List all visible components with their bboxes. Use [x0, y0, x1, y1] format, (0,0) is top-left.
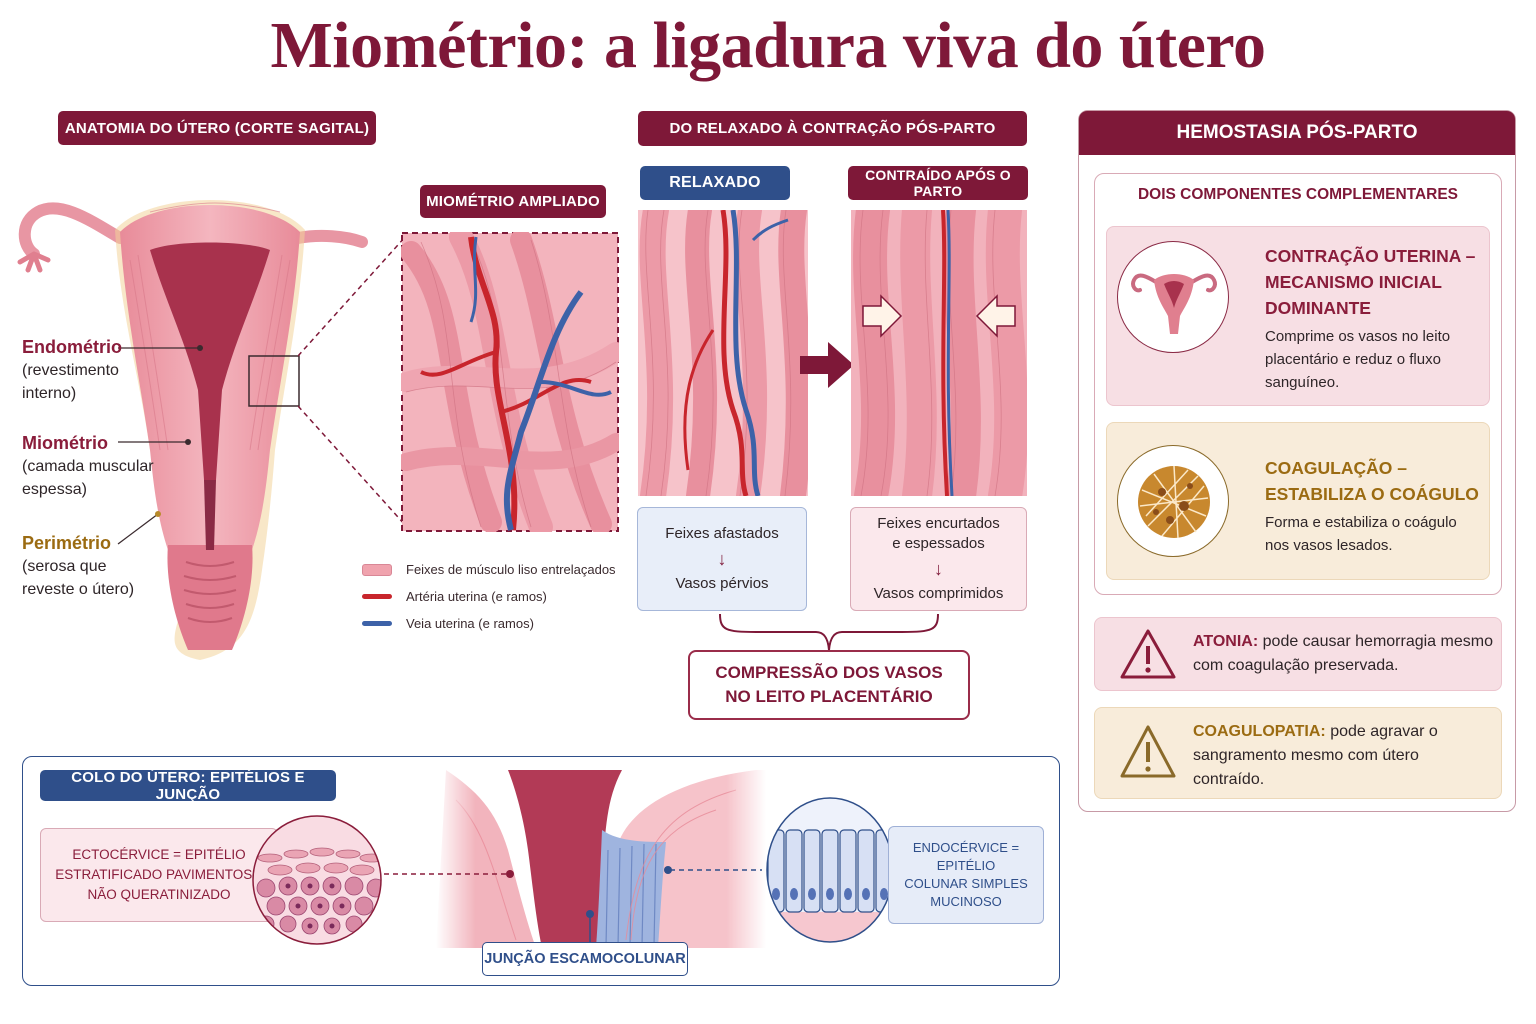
- contracted-state-box: Feixes encurtados e espessados ↓ Vasos c…: [850, 507, 1027, 611]
- squamous-epithelium-illustration: [252, 815, 382, 945]
- squamocolumnar-junction-label: JUNÇÃO ESCAMOCOLUNAR: [482, 942, 688, 976]
- cervix-section: [22, 756, 1060, 986]
- cervical-canal-illustration: [436, 770, 766, 948]
- relaxed-state-box: Feixes afastados ↓ Vasos pérvios: [637, 507, 807, 611]
- page-title: Miométrio: a ligadura viva do útero: [270, 9, 1267, 82]
- transition-arrow: [800, 342, 854, 388]
- contraction-title: CONTRAÇÃO UTERINA – MECANISMO INICIAL DO…: [1265, 246, 1476, 318]
- cervix-header: COLO DO ÚTERO: EPITÉLIOS E JUNÇÃO: [40, 769, 336, 803]
- contracted-muscle-illustration: [851, 210, 1027, 496]
- contraction-description: Comprime os vasos no leito placentário e…: [1265, 328, 1451, 391]
- atonia-warning: ATONIA: pode causar hemorragia mesmo com…: [1094, 617, 1502, 691]
- warning-triangle-icon: [1120, 629, 1176, 679]
- legend-muscle: Feixes de músculo liso entrelaçados: [362, 562, 616, 577]
- relaxed-muscle-illustration: [638, 210, 808, 496]
- legend-artery: Artéria uterina (e ramos): [362, 589, 547, 604]
- contraction-header: DO RELAXADO À CONTRAÇÃO PÓS-PARTO: [638, 111, 1027, 146]
- warning-triangle-icon: [1120, 725, 1176, 778]
- contraction-card: CONTRAÇÃO UTERINA – MECANISMO INICIAL DO…: [1106, 226, 1490, 406]
- hemostasis-panel: HEMOSTASIA PÓS-PARTO DOIS COMPONENTES CO…: [1078, 110, 1516, 812]
- coagulation-card: COAGULAÇÃO – ESTABILIZA O COÁGULO Forma …: [1106, 422, 1490, 580]
- legend-vein: Veia uterina (e ramos): [362, 616, 534, 631]
- coagulation-title: COAGULAÇÃO – ESTABILIZA O COÁGULO: [1265, 458, 1479, 504]
- hemostasis-header: HEMOSTASIA PÓS-PARTO: [1079, 111, 1515, 155]
- coagulopatia-warning: COAGULOPATIA: pode agravar o sangramento…: [1094, 707, 1502, 799]
- components-subheader: DOIS COMPONENTES COMPLEMENTARES: [1137, 186, 1459, 203]
- zoom-header: MIOMÉTRIO AMPLIADO: [420, 185, 606, 218]
- cervix-connectors: [384, 869, 762, 942]
- relaxed-label: RELAXADO: [640, 166, 790, 200]
- contracted-label: CONTRAÍDO APÓS O PARTO: [848, 166, 1028, 200]
- uterus-sagittal-illustration: [17, 200, 368, 660]
- anatomy-header: ANATOMIA DO ÚTERO (CORTE SAGITAL): [58, 111, 376, 145]
- uterus-icon: [1117, 241, 1229, 353]
- brace-connector: [719, 613, 939, 651]
- components-box: DOIS COMPONENTES COMPLEMENTARES CONTRAÇÃ…: [1094, 173, 1502, 595]
- clot-icon: [1117, 445, 1229, 557]
- coagulation-description: Forma e estabiliza o coágulo nos vasos l…: [1265, 514, 1457, 554]
- myometrium-zoom-illustration: [401, 232, 619, 532]
- zoom-connector: [298, 235, 407, 527]
